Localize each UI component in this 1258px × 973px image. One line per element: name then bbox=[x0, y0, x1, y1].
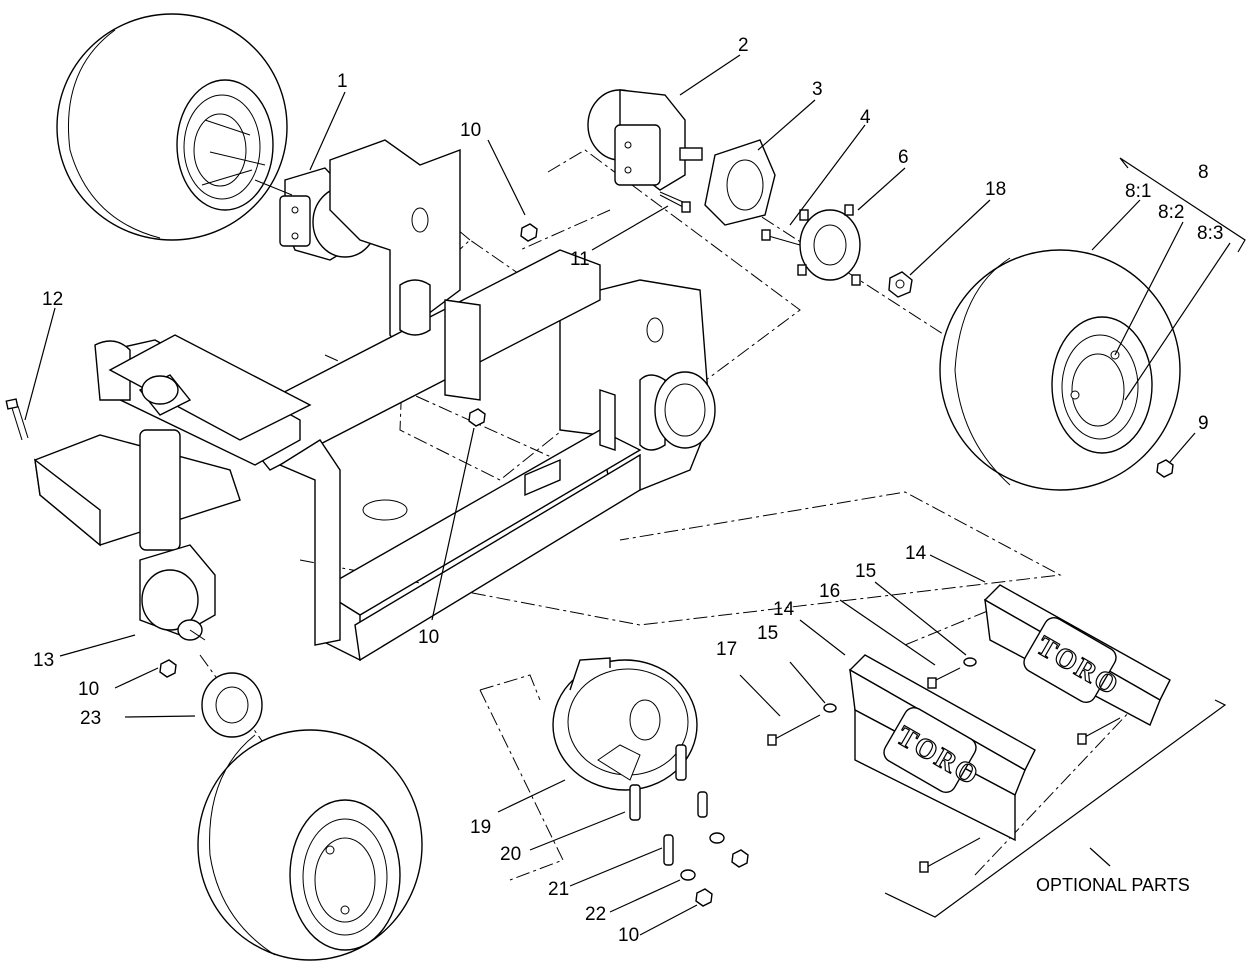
nuts-10 bbox=[159, 223, 713, 907]
callout-8-3: 8:3 bbox=[1197, 223, 1224, 244]
suitcase-weight-front: TORO bbox=[848, 654, 1036, 842]
callout-10-top: 10 bbox=[460, 120, 482, 141]
wheel-hub-23 bbox=[201, 672, 263, 738]
optional-parts-label: OPTIONAL PARTS bbox=[1036, 875, 1190, 895]
front-caster-assembly bbox=[34, 334, 312, 641]
callout-14-front: 14 bbox=[773, 599, 795, 620]
callout-16: 16 bbox=[819, 581, 841, 602]
wheel-motor-right bbox=[587, 89, 703, 206]
callout-23: 23 bbox=[80, 708, 102, 729]
callout-15-rear: 15 bbox=[855, 561, 877, 582]
suitcase-weight-rear: TORO bbox=[983, 584, 1171, 726]
nut-18 bbox=[888, 271, 913, 298]
callout-10-left: 10 bbox=[78, 679, 100, 700]
callout-10-frame: 10 bbox=[418, 627, 440, 648]
callout-13: 13 bbox=[33, 650, 55, 671]
lug-nut-9 bbox=[1156, 459, 1174, 478]
callout-10-bottom: 10 bbox=[618, 925, 640, 946]
leader-lines bbox=[24, 54, 1246, 936]
callout-17: 17 bbox=[716, 639, 738, 660]
callout-6: 6 bbox=[898, 147, 909, 168]
callout-8-2: 8:2 bbox=[1158, 202, 1185, 223]
gasket-3 bbox=[704, 139, 776, 226]
callout-3: 3 bbox=[812, 79, 823, 100]
callout-15-front: 15 bbox=[757, 623, 779, 644]
bolt-11 bbox=[659, 194, 691, 213]
callout-19: 19 bbox=[470, 817, 492, 838]
wheel-right-8 bbox=[939, 249, 1181, 491]
weight-hardware bbox=[767, 657, 1121, 873]
wheel-front-left bbox=[197, 729, 423, 961]
callout-14-rear: 14 bbox=[905, 543, 927, 564]
callout-2: 2 bbox=[738, 35, 749, 56]
spacers-20-22 bbox=[629, 784, 749, 881]
wheel-weight-19 bbox=[552, 657, 698, 791]
callout-9: 9 bbox=[1198, 413, 1209, 434]
callout-18: 18 bbox=[985, 179, 1007, 200]
callout-11: 11 bbox=[570, 249, 590, 270]
bolt-12 bbox=[5, 398, 29, 441]
callout-4: 4 bbox=[860, 107, 871, 128]
callout-21: 21 bbox=[548, 879, 570, 900]
callout-1: 1 bbox=[337, 71, 348, 92]
callout-12: 12 bbox=[42, 289, 64, 310]
callout-8-1: 8:1 bbox=[1125, 181, 1152, 202]
callout-20: 20 bbox=[500, 844, 522, 865]
callout-8: 8 bbox=[1198, 162, 1209, 183]
callout-22: 22 bbox=[585, 904, 607, 925]
wheel-rear-left bbox=[56, 13, 288, 241]
wheel-hub-6 bbox=[761, 204, 861, 286]
